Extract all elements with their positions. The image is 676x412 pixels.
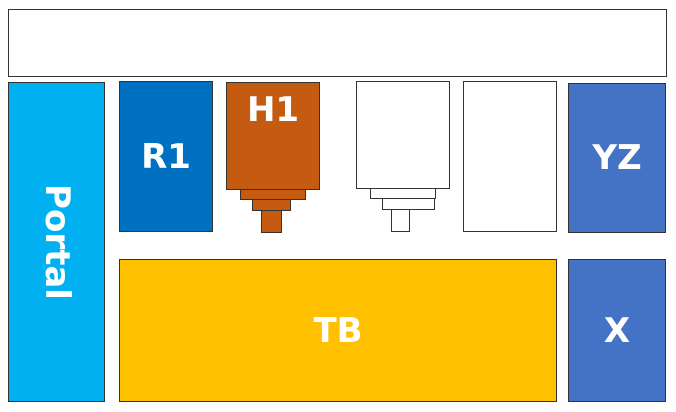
portal-label-wrap: Portal	[9, 83, 104, 401]
empty-frame-block	[463, 81, 557, 232]
spindle-unit-outline	[356, 81, 450, 233]
yz-label: YZ	[592, 138, 642, 178]
r1-block: R1	[119, 81, 213, 232]
portal-block: Portal	[8, 82, 105, 402]
outline-collar-2	[382, 198, 435, 210]
tb-block: TB	[119, 259, 557, 402]
h1-label: H1	[246, 90, 300, 130]
portal-label: Portal	[36, 184, 77, 300]
h1-spindle-unit: H1	[226, 82, 320, 234]
h1-collar-1	[240, 189, 306, 200]
r1-label: R1	[141, 136, 191, 177]
h1-collar-2	[252, 199, 291, 211]
outline-housing	[356, 81, 450, 189]
spindle-outline-graphic	[356, 81, 450, 232]
outline-tool	[391, 209, 410, 232]
h1-spindle-graphic	[226, 82, 320, 233]
h1-housing	[226, 82, 320, 190]
x-block: X	[568, 259, 666, 402]
yz-block: YZ	[568, 83, 666, 233]
x-label: X	[603, 310, 631, 351]
h1-tool	[261, 210, 282, 233]
top-bar-block	[8, 9, 667, 77]
tb-label: TB	[313, 310, 363, 351]
outline-collar-1	[370, 188, 436, 199]
